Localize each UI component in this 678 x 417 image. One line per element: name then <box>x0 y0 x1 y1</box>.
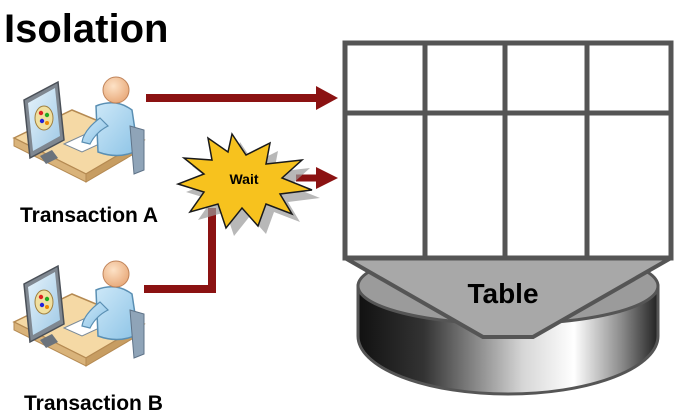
table-label: Table <box>467 278 538 309</box>
transaction-a-arrow <box>146 86 338 110</box>
transaction-a-label: Transaction A <box>20 204 158 227</box>
wait-arrow <box>296 167 338 189</box>
diagram-title: Isolation <box>4 7 168 51</box>
database-table-icon <box>342 40 674 396</box>
table-grid <box>342 40 674 261</box>
transaction-b-path <box>144 208 216 293</box>
transaction-b-workstation-icon <box>12 260 146 367</box>
transaction-a-workstation-icon <box>12 76 146 183</box>
transaction-b-label: Transaction B <box>24 392 163 415</box>
wait-label: Wait <box>229 171 258 187</box>
wait-burst-icon <box>175 132 320 236</box>
